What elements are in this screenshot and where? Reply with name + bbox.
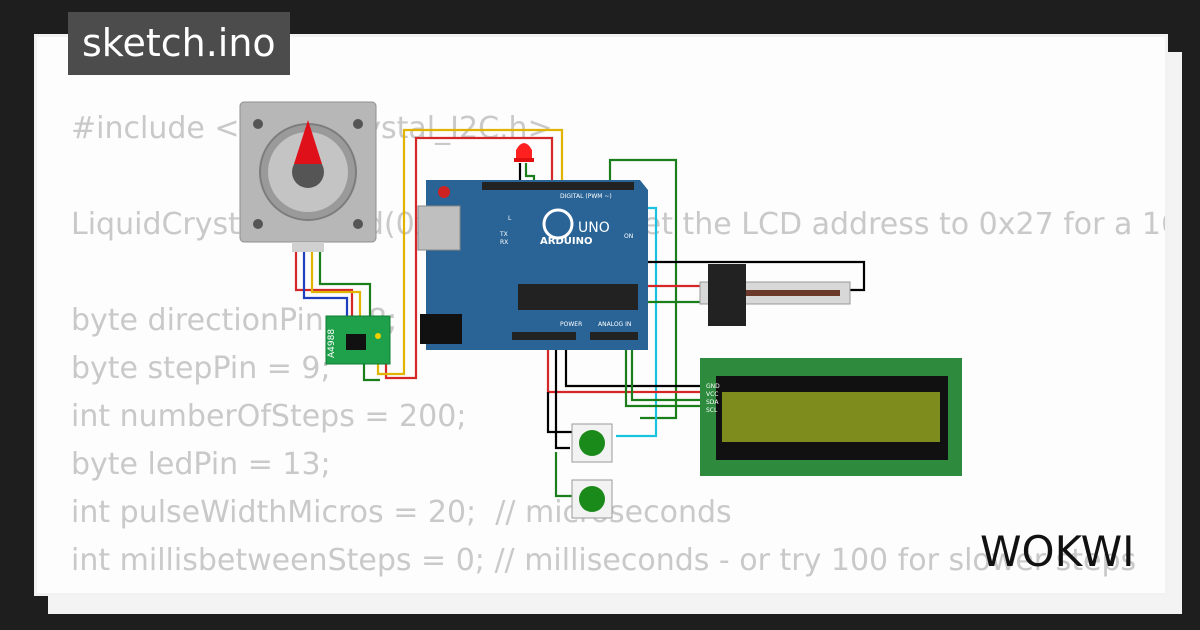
power-jack <box>420 314 462 344</box>
power-label: POWER <box>560 321 582 328</box>
code-line: int pulseWidthMicros = 20; // microsecon… <box>71 495 732 530</box>
pushbutton-2[interactable] <box>571 479 613 519</box>
analog-label: ANALOG IN <box>598 321 631 328</box>
lcd-pin-vcc: VCC <box>706 391 718 398</box>
lcd-pin-scl: SCL <box>706 407 718 414</box>
code-line: boolean led <box>71 585 1165 593</box>
wokwi-logo: WOKWI <box>980 527 1135 572</box>
slide-potentiometer[interactable] <box>699 264 851 326</box>
on-led-label: ON <box>624 233 633 240</box>
driver-label: A4988 <box>327 329 337 358</box>
stepper-driver[interactable]: A4988 <box>325 315 391 365</box>
reset-button[interactable] <box>438 186 450 198</box>
tx-led-label: TX <box>499 231 508 238</box>
lcd-pin-gnd: GND <box>706 383 720 390</box>
motor-pointer-icon <box>294 120 322 164</box>
lcd-pin-sda: SDA <box>706 399 719 406</box>
microcontroller-chip <box>518 284 638 310</box>
rx-led-label: RX <box>500 239 508 246</box>
arduino-uno[interactable]: ARDUINO UNO DIGITAL (PWM ~) POWER ANALOG… <box>417 180 648 350</box>
arduino-brand: ARDUINO <box>540 236 592 247</box>
slider-knob[interactable] <box>708 264 746 326</box>
pushbutton-1[interactable] <box>571 423 613 463</box>
usb-port <box>417 205 461 251</box>
code-line: int millisbetweenSteps = 0; // milliseco… <box>71 543 1137 578</box>
code-line: int numberOfSteps = 200; <box>71 399 467 434</box>
stepper-motor[interactable] <box>239 101 377 252</box>
file-tab[interactable]: sketch.ino <box>68 12 290 75</box>
code-line: byte ledPin = 13; <box>71 447 331 482</box>
svg-text:WOKWI: WOKWI <box>980 527 1135 572</box>
arduino-model: UNO <box>578 220 610 236</box>
red-led[interactable] <box>514 143 534 162</box>
l-led-label: L <box>508 215 512 222</box>
lcd-display[interactable]: GND VCC SDA SCL <box>700 358 962 476</box>
digital-label: DIGITAL (PWM ~) <box>560 193 612 200</box>
